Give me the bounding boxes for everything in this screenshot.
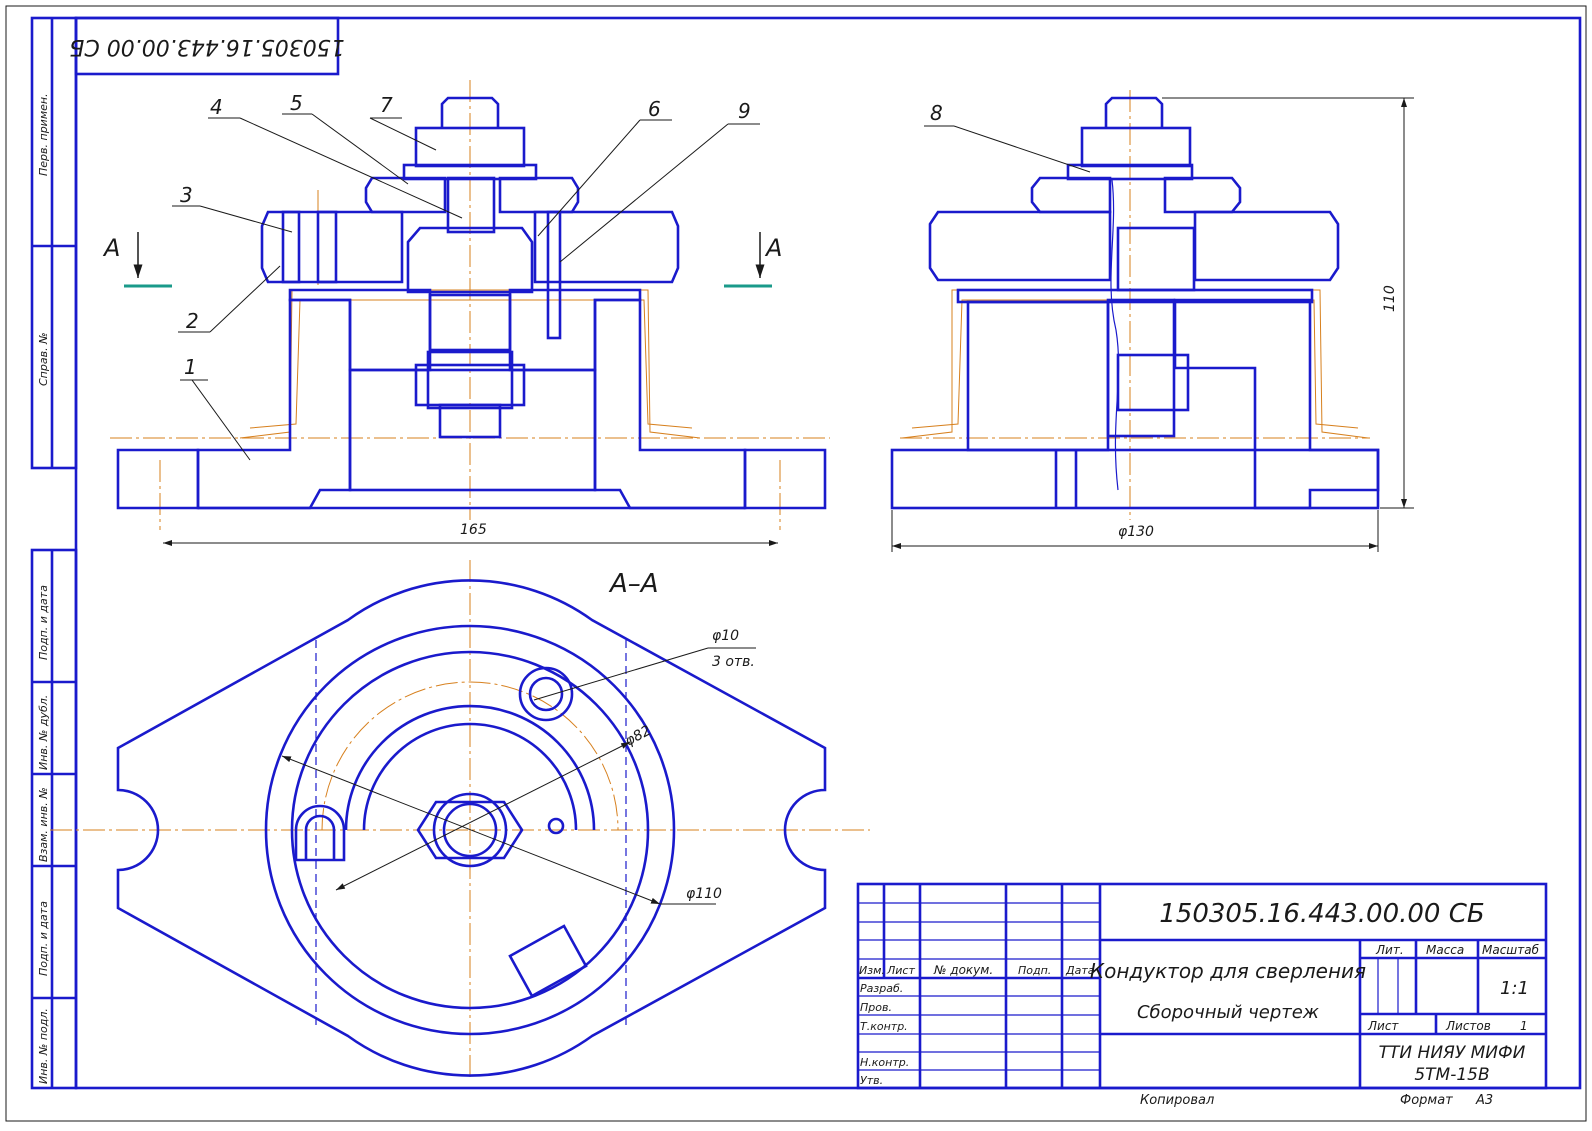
tb-sheet-label: Лист [1367,1019,1399,1033]
left-margin-columns: Перв. примен. Справ. № Подп. и дата Инв.… [30,16,78,1090]
tb-role-prov: Пров. [860,1001,892,1014]
tb-sheets-value: 1 [1520,1019,1528,1033]
doc-code-rotated: 150305.16.443.00.00 СБ [69,34,344,59]
tb-role-tkontr: Т.контр. [860,1020,908,1033]
tb-lit-label: Лит. [1375,943,1404,957]
dim-width-front: 165 [460,522,487,538]
part-number-6: 6 [648,97,661,121]
tb-mass-label: Масса [1426,943,1464,957]
front-view: А 165 [102,80,830,546]
dim-height-side: 110 [1382,285,1398,312]
part-number-8: 8 [930,101,943,125]
section-marker-left: А [102,234,120,262]
tb-org-line2: 5ТМ-15В [1414,1065,1489,1085]
tb-format-label: Формат [1400,1093,1453,1108]
margin-label-inv-dubl: Инв. № дубл. [37,695,50,770]
tb-format-value: А3 [1475,1093,1493,1108]
tb-code: 150305.16.443.00.00 СБ [1159,899,1484,929]
margin-label-podp1: Подп. и дата [37,585,50,660]
part-number-1: 1 [184,355,197,379]
doc-code-box [74,16,340,76]
tb-scale-label: Масштаб [1482,943,1540,957]
margin-label-sprav: Справ. № [37,332,50,386]
dim-circle-110: φ110 [686,886,722,902]
tb-org-line1: ТТИ НИЯУ МИФИ [1379,1043,1526,1063]
tb-copied-label: Копировал [1140,1093,1214,1108]
tb-header-podp: Подп. [1018,964,1051,977]
part-number-3: 3 [180,183,193,207]
tb-sheets-label: Листов [1445,1019,1491,1033]
part-number-9: 9 [738,99,751,123]
tb-role-nkontr: Н.контр. [860,1056,909,1069]
dim-dia-side: φ130 [1118,524,1154,540]
tb-header-doc: № докум. [933,963,993,977]
tb-header-data: Дата [1065,964,1095,977]
tb-role-utv: Утв. [860,1074,883,1087]
tb-scale-value: 1:1 [1500,978,1529,999]
dim-hole-count: 3 отв. [712,654,755,670]
tb-header-izm: Изм. [859,964,885,977]
section-marker-right: А [764,234,782,262]
part-number-2: 2 [186,309,199,333]
dim-circle-82: φ82 [622,723,653,750]
tb-header-list: Лист [886,964,915,977]
margin-label-vzam: Взам. инв. № [37,787,50,862]
margin-label-inv-podl: Инв. № подл. [37,1008,50,1084]
part-leaders: 1 2 3 4 5 7 6 9 [172,91,760,461]
section-title: А–А [608,569,659,599]
part-number-7: 7 [380,93,393,117]
tb-doc-type: Сборочный чертеж [1137,1002,1320,1023]
tb-name: Кондуктор для сверления [1090,959,1366,983]
side-view: 8 А φ130 110 [724,90,1414,552]
part-number-4: 4 [210,95,223,119]
tb-role-razrab: Разраб. [860,982,903,995]
dim-hole-dia: φ10 [712,628,739,644]
title-block: Изм. Лист № докум. Подп. Дата Разраб. Пр… [856,882,1548,1108]
outer-frame [5,5,1587,1122]
margin-label-podp2: Подп. и дата [37,901,50,976]
section-view: А–А φ110 φ82 φ10 3 отв. [50,560,870,1080]
margin-label-perv: Перв. примен. [37,93,50,176]
part-number-5: 5 [290,91,303,115]
